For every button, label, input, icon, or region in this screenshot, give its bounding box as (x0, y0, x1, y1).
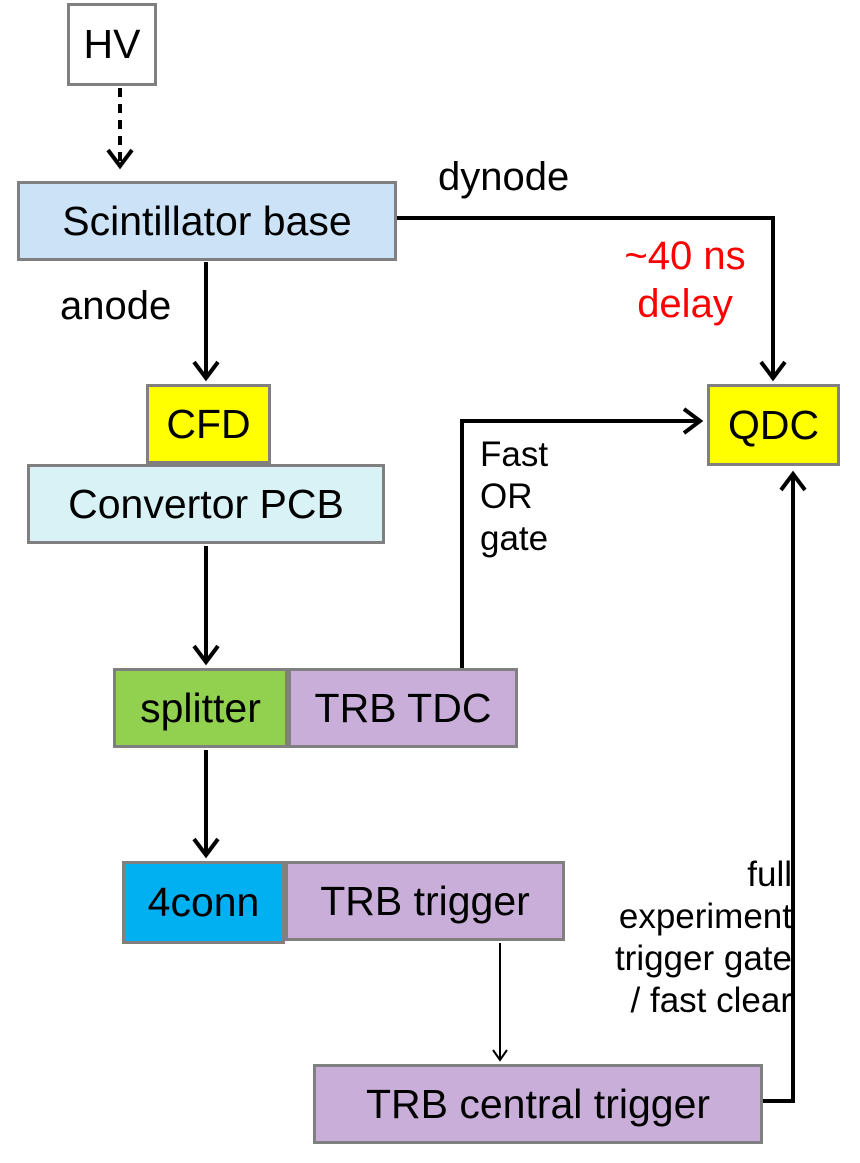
splitter-arrowhead (192, 837, 220, 859)
fast-or-arrowhead (682, 407, 704, 435)
trigger-arrowhead (492, 1049, 508, 1062)
trb-tdc-box: TRB TDC (288, 668, 518, 748)
cfd-box: CFD (146, 384, 271, 464)
dynode-arrowhead (759, 360, 787, 382)
anode-arrowhead (192, 360, 220, 382)
delay-label-line1: ~40 ns (624, 234, 746, 278)
fast-or-gate-wire (460, 419, 700, 668)
splitter-box: splitter (113, 668, 288, 748)
full-trigger-wire (763, 474, 795, 1103)
full-trigger-line: trigger gate (614, 939, 792, 978)
dynode-label: dynode (438, 155, 570, 199)
convertor-arrowhead (192, 644, 220, 666)
dynode-wire (397, 216, 775, 378)
full-trigger-label: full experiment trigger gate / fast clea… (560, 854, 792, 1022)
delay-label: ~40 ns delay (600, 232, 770, 328)
delay-label-line2: delay (637, 282, 733, 326)
fast-or-gate-line: gate (480, 519, 549, 558)
full-trigger-line: / fast clear (630, 981, 792, 1020)
hv-box: HV (67, 3, 157, 86)
scintillator-base-box: Scintillator base (17, 181, 397, 261)
fast-or-gate-line: Fast (480, 435, 549, 474)
trb-central-trigger-box: TRB central trigger (313, 1064, 763, 1144)
full-trigger-line: experiment (618, 897, 792, 936)
hv-arrowhead (106, 148, 134, 170)
fast-or-gate-label: Fast OR gate (480, 434, 548, 560)
convertor-pcb-box: Convertor PCB (27, 464, 385, 544)
trb-trigger-box: TRB trigger (285, 861, 565, 941)
qdc-box: QDC (707, 384, 840, 466)
fast-or-gate-line: OR (480, 477, 533, 516)
full-trigger-line: full (747, 855, 792, 894)
anode-label: anode (60, 284, 172, 328)
4conn-box: 4conn (122, 861, 285, 944)
full-trigger-arrowhead (779, 470, 807, 492)
